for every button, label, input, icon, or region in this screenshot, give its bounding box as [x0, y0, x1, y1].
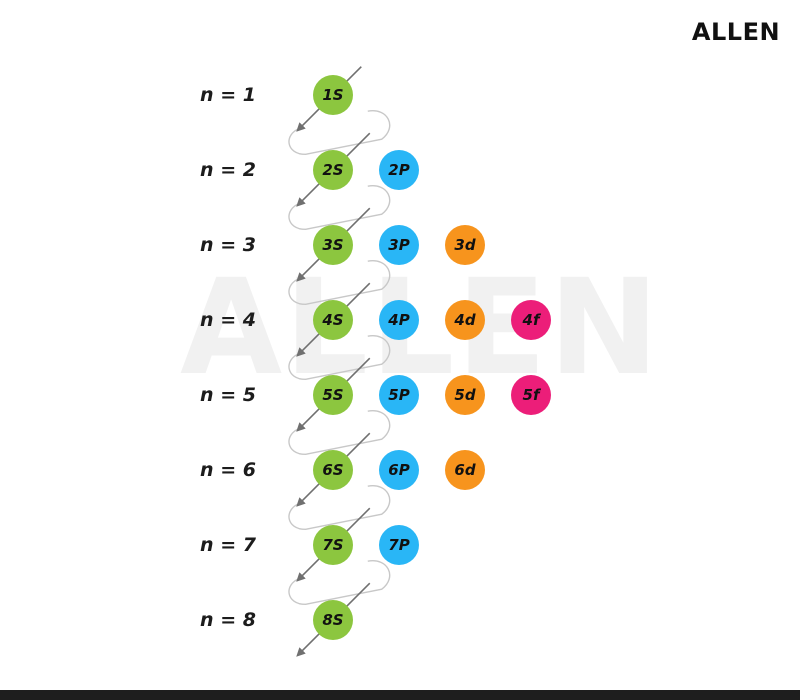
row-label-n8: n = 8 [200, 609, 256, 631]
orbital-label: 1S [322, 86, 343, 104]
brand-logo: ALLEN [691, 18, 781, 46]
orbital-label: 3d [454, 236, 475, 254]
row-label-n2: n = 2 [200, 159, 256, 181]
orbital-label: 2S [322, 161, 343, 179]
orbital-label: 8S [322, 611, 343, 629]
orbital-2p: 2P [379, 150, 419, 190]
orbital-8s: 8S [313, 600, 353, 640]
orbital-label: 3P [388, 236, 409, 254]
turn-loop-2 [288, 185, 391, 231]
row-label-n3: n = 3 [200, 234, 256, 256]
orbital-circle [445, 375, 485, 415]
orbital-label: 2P [388, 161, 409, 179]
orbital-7p: 7P [379, 525, 419, 565]
row-label-n5: n = 5 [200, 384, 256, 406]
turn-loop-4 [288, 335, 391, 381]
orbital-3s: 3S [313, 225, 353, 265]
row-label-n1: n = 1 [200, 84, 256, 106]
orbital-2s: 2S [313, 150, 353, 190]
orbital-circle [445, 450, 485, 490]
orbital-label: 5f [523, 386, 542, 404]
orbital-label: 6S [322, 461, 343, 479]
orbital-7s: 7S [313, 525, 353, 565]
orbital-label: 7P [388, 536, 409, 554]
turn-loop-3 [288, 260, 391, 306]
turn-loop-5 [288, 410, 391, 456]
orbital-label: 4d [453, 311, 475, 329]
orbital-3d: 3d [445, 225, 485, 265]
turn-loop-7 [288, 560, 391, 606]
orbital-label: 3S [322, 236, 343, 254]
orbital-6d: 6d [445, 450, 485, 490]
orbital-label: 6P [388, 461, 409, 479]
orbital-6s: 6S [313, 450, 353, 490]
row-label-n6: n = 6 [200, 459, 256, 481]
orbital-circle [511, 375, 551, 415]
turn-loops [288, 110, 391, 606]
orbital-label: 5d [454, 386, 475, 404]
orbital-5f: 5f [511, 375, 551, 415]
orbital-circle [313, 600, 353, 640]
turn-loop-6 [288, 485, 391, 531]
orbital-label: 4S [321, 311, 343, 329]
orbital-circle [445, 225, 485, 265]
row-label-n4: n = 4 [200, 309, 256, 331]
orbital-circle [379, 150, 419, 190]
orbital-label: 5P [388, 386, 409, 404]
orbital-circle [379, 375, 419, 415]
orbital-circle [379, 525, 419, 565]
orbital-circle [379, 300, 419, 340]
orbital-label: 5S [322, 386, 343, 404]
orbital-5p: 5P [379, 375, 419, 415]
orbital-label: 4f [522, 311, 542, 329]
watermark: ALLEN [180, 251, 662, 405]
orbital-circle [313, 450, 353, 490]
orbital-4d: 4d [445, 300, 485, 340]
orbital-4f: 4f [511, 300, 551, 340]
orbital-circle [313, 150, 353, 190]
orbital-circle [313, 375, 353, 415]
orbital-circle [313, 525, 353, 565]
orbital-circle [313, 300, 353, 340]
orbital-5s: 5S [313, 375, 353, 415]
orbital-5d: 5d [445, 375, 485, 415]
orbital-circle [313, 225, 353, 265]
orbital-circle [379, 225, 419, 265]
orbital-circle [379, 450, 419, 490]
row-label-n7: n = 7 [200, 534, 256, 556]
orbital-label: 4P [387, 311, 409, 329]
bottom-rule [0, 690, 800, 700]
orbital-4p: 4P [379, 300, 419, 340]
orbital-circle [445, 300, 485, 340]
orbital-label: 7S [322, 536, 343, 554]
orbital-circle [511, 300, 551, 340]
orbital-label: 6d [454, 461, 475, 479]
orbital-circles: 1S 2S 2P 3S 3P 3d 4S 4P 4d 4f 5S 5P 5d 5f 6S 6P 6d 7S 7P 8S [313, 75, 551, 640]
orbital-4s: 4S [313, 300, 353, 340]
orbital-6p: 6P [379, 450, 419, 490]
orbital-1s: 1S [313, 75, 353, 115]
orbital-3p: 3P [379, 225, 419, 265]
turn-loop-1 [288, 110, 391, 156]
orbital-circle [313, 75, 353, 115]
